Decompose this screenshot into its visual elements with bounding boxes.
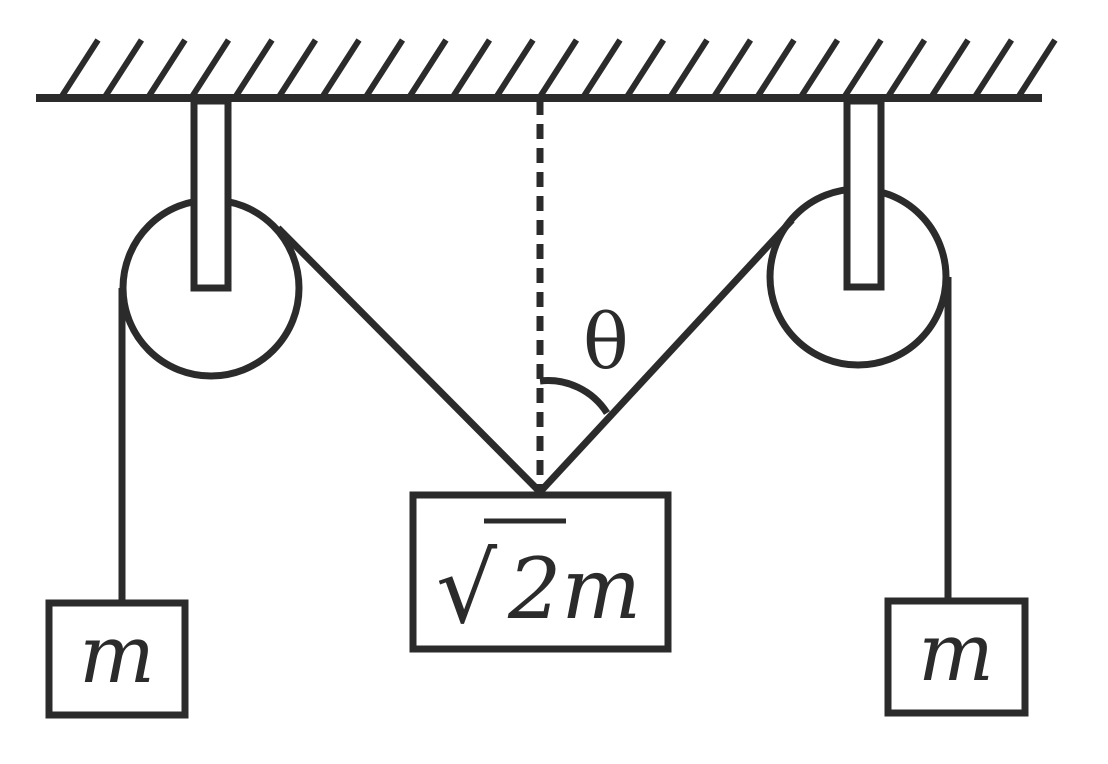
right-pulley-bracket <box>843 97 885 291</box>
ceiling-hatch-mark <box>233 38 275 98</box>
angle-arc <box>539 377 610 415</box>
ceiling-hatch-mark <box>537 38 580 98</box>
ceiling <box>36 38 1058 102</box>
ceiling-hatch-mark <box>798 38 841 98</box>
left-pulley-bracket <box>190 97 232 292</box>
ceiling-hatch-mark <box>668 38 710 98</box>
ceiling-hatch-mark <box>146 38 188 98</box>
ceiling-hatch-mark <box>842 38 884 98</box>
ceiling-hatch-mark <box>276 38 319 98</box>
ceiling-hatch-mark <box>407 38 449 98</box>
ceiling-hatch-mark <box>624 38 667 98</box>
ceiling-hatch-mark <box>102 38 145 98</box>
left-mass-block: m <box>45 599 189 719</box>
ceiling-hatch-mark <box>929 38 971 98</box>
ceiling-hatch-mark <box>1016 38 1058 98</box>
angle-label: θ <box>583 297 629 386</box>
right-inclined-string <box>537 217 795 495</box>
ceiling-hatch-mark <box>363 38 406 98</box>
right-mass-box <box>884 597 1029 717</box>
center-mass-value: 2m <box>507 540 641 638</box>
center-mass-radical: √ <box>436 533 498 645</box>
left-pulley <box>119 97 303 380</box>
ceiling-hatch-mark <box>320 38 362 98</box>
ceiling-hatch-mark <box>450 38 493 98</box>
ceiling-hatch-mark <box>972 38 1015 98</box>
ceiling-hatch-mark <box>189 38 232 98</box>
right-mass-label: m <box>918 606 994 699</box>
right-mass-block: m <box>884 597 1029 717</box>
ceiling-hatch-mark <box>59 38 101 98</box>
ceiling-hatch-mark <box>711 38 754 98</box>
right-pulley <box>766 97 950 369</box>
ceiling-hatching <box>59 38 1058 98</box>
ceiling-hatch-mark <box>494 38 536 98</box>
ceiling-hatch-mark <box>581 38 623 98</box>
center-mass-box <box>409 491 672 653</box>
center-mass-block: √ 2m <box>409 491 672 653</box>
left-mass-box <box>45 599 189 719</box>
ceiling-hatch-mark <box>755 38 797 98</box>
left-mass-label: m <box>79 608 155 701</box>
ceiling-hatch-mark <box>885 38 928 98</box>
left-inclined-string <box>275 225 543 495</box>
